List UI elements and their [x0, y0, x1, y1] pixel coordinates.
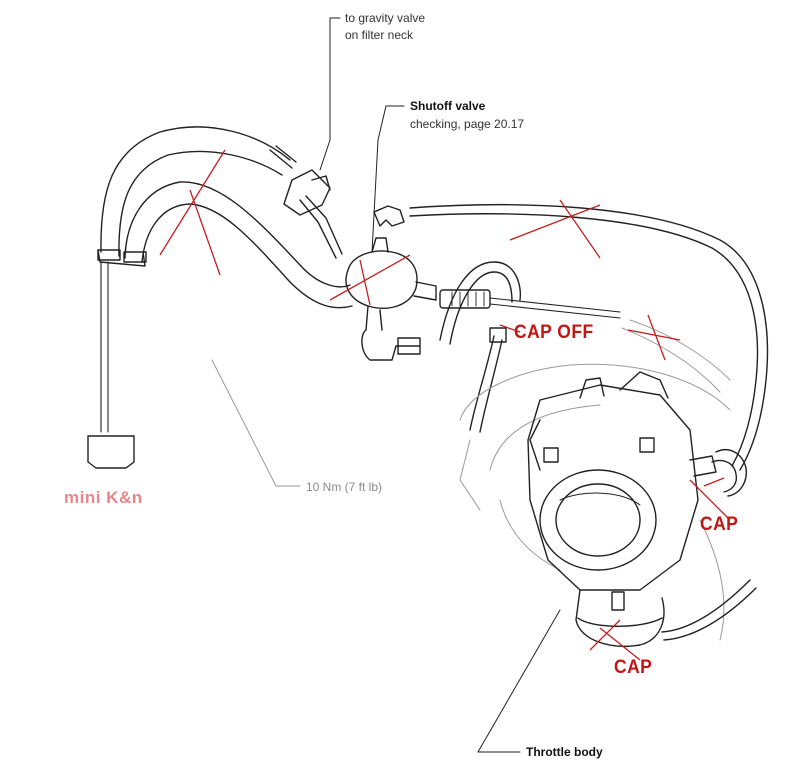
crossout-right-hose	[627, 314, 681, 361]
cap-off-hose	[439, 261, 621, 345]
throttle-body-label: Throttle body	[526, 745, 603, 759]
cap-bottom-annotation: CAP	[614, 657, 653, 678]
engine-outline	[459, 319, 731, 641]
crossout-cap-right	[689, 477, 731, 521]
left-hose-clamp	[97, 145, 297, 263]
gravity-valve-leader	[319, 17, 341, 171]
throttle-body-leader	[477, 609, 561, 753]
shutoff-valve-leader	[371, 105, 405, 253]
mini-filter	[87, 435, 135, 469]
red-crossouts	[159, 149, 731, 661]
torque-leader	[211, 359, 301, 487]
cap-off-annotation: CAP OFF	[514, 322, 594, 343]
shutoff-valve-subtitle: checking, page 20.17	[410, 117, 525, 131]
shutoff-valve-title: Shutoff valve	[410, 99, 486, 113]
cap-right-annotation: CAP	[700, 514, 739, 535]
throttle-body	[527, 371, 717, 591]
throttle-neck	[575, 579, 757, 647]
crossout-top-hose	[509, 199, 601, 259]
right-cap-hose	[711, 449, 747, 497]
left-vent-hose	[97, 126, 353, 309]
mini-filter-annotation: mini K&n	[64, 488, 143, 507]
gravity-valve-label-line2: on filter neck	[345, 28, 414, 42]
torque-label: 10 Nm (7 ft lb)	[306, 480, 383, 494]
crossout-shutoff-valve	[329, 254, 411, 306]
shutoff-valve	[345, 237, 437, 361]
crossout-left-hose	[159, 149, 226, 276]
gravity-valve-label-line1: to gravity valve	[345, 11, 426, 25]
gravity-valve-fitting	[283, 169, 343, 259]
crossout-cap-bottom	[589, 619, 641, 661]
throttle-feed-hose	[469, 327, 507, 433]
top-purge-hose	[409, 204, 769, 471]
filter-line	[100, 261, 109, 433]
elbow-fitting	[373, 205, 405, 227]
crossout-cap-off	[499, 324, 521, 333]
